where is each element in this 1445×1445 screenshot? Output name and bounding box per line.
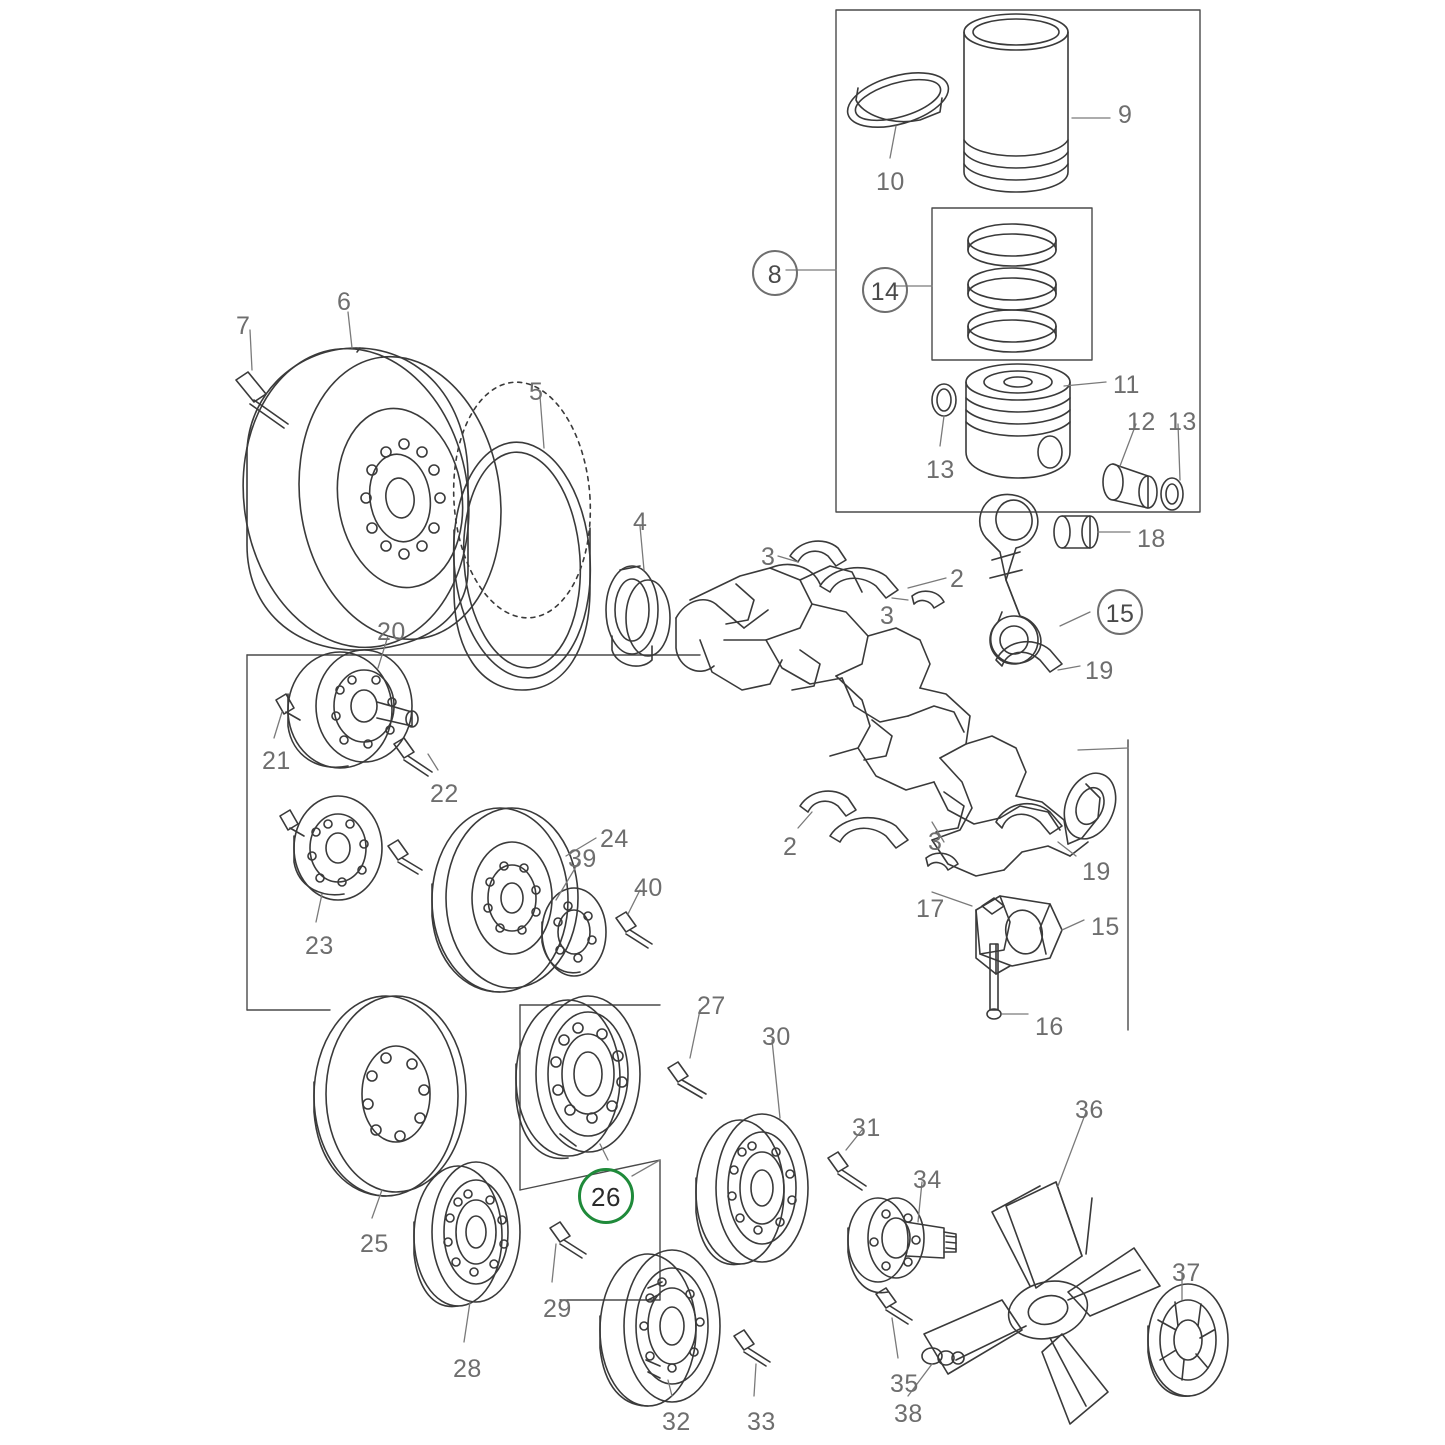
part-21-bolt-a <box>275 693 301 721</box>
part-14-piston-rings <box>967 223 1057 353</box>
part-callout-16: 16 <box>1035 1013 1064 1041</box>
part-4-seal <box>605 565 671 667</box>
part-callout-12: 12 <box>1127 408 1156 436</box>
part-callout-19: 19 <box>1082 858 1111 886</box>
part-callout-38: 38 <box>894 1400 923 1428</box>
part-28-pulley <box>413 1161 521 1308</box>
part-7-bolt <box>235 371 289 429</box>
part-39-plate <box>541 887 607 977</box>
part-13-circlip-left <box>931 383 957 417</box>
part-2-bearing-shell-upper-b <box>819 566 899 599</box>
part-34-fan-hub <box>847 1197 957 1294</box>
part-19-bearing-shell-upper <box>995 641 1063 673</box>
part-callout-35: 35 <box>890 1370 919 1398</box>
part-38-washer <box>921 1347 965 1366</box>
part-9-cylinder-liner <box>963 13 1069 193</box>
part-callout-40: 40 <box>634 874 663 902</box>
part-18-bushing <box>1053 515 1099 549</box>
part-35-bolt <box>875 1287 913 1325</box>
group-box-rings <box>931 207 1093 361</box>
part-callout-17: 17 <box>916 895 945 923</box>
part-callout-23: 23 <box>305 932 334 960</box>
part-callout-20: 20 <box>377 618 406 646</box>
part-12-piston-pin <box>1102 463 1158 509</box>
part-20-hub <box>287 649 419 769</box>
part-callout-31: 31 <box>852 1114 881 1142</box>
part-callout-13: 13 <box>1168 408 1197 436</box>
part-callout-26: 26 <box>578 1168 634 1224</box>
part-2-bearing-shell-lower-a <box>799 790 857 817</box>
part-5-ring-gear <box>452 381 592 691</box>
part-callout-15: 15 <box>1091 913 1120 941</box>
part-25-disc <box>313 995 467 1197</box>
part-callout-28: 28 <box>453 1355 482 1383</box>
part-callout-34: 34 <box>913 1166 942 1194</box>
part-callout-5: 5 <box>529 378 544 406</box>
part-24-pulley <box>431 807 579 993</box>
part-29-bolt <box>549 1221 587 1259</box>
part-40-bolt <box>615 911 653 949</box>
part-callout-6: 6 <box>337 288 352 316</box>
part-callout-39: 39 <box>568 845 597 873</box>
part-callout-29: 29 <box>543 1295 572 1323</box>
part-31-bolt <box>827 1151 867 1191</box>
part-callout-32: 32 <box>662 1408 691 1436</box>
part-6-damper <box>242 347 502 651</box>
part-15-connecting-rod <box>979 493 1042 665</box>
part-10-liner-seal <box>846 72 950 128</box>
part-26-pulley <box>515 995 641 1160</box>
part-callout-3: 3 <box>880 602 895 630</box>
part-15-bearing-cap <box>975 895 1063 975</box>
part-22-bolt-b <box>387 839 423 875</box>
part-33-bolt <box>733 1329 771 1367</box>
part-30-pulley <box>695 1113 809 1266</box>
part-23-hub <box>293 795 383 901</box>
part-3-bearing-shell-lower-small <box>925 852 959 871</box>
part-callout-19: 19 <box>1085 657 1114 685</box>
part-callout-37: 37 <box>1172 1259 1201 1287</box>
part-callout-7: 7 <box>236 312 251 340</box>
part-callout-8: 8 <box>752 250 798 296</box>
part-callout-3: 3 <box>761 543 776 571</box>
part-callout-10: 10 <box>876 168 905 196</box>
part-17-dowel <box>981 897 1005 915</box>
part-callout-3: 3 <box>928 828 943 856</box>
part-callout-15: 15 <box>1097 589 1143 635</box>
part-37-fan-pulley <box>1147 1283 1229 1397</box>
part-callout-30: 30 <box>762 1023 791 1051</box>
part-callout-18: 18 <box>1137 525 1166 553</box>
part-callout-25: 25 <box>360 1230 389 1258</box>
group-box-piston <box>835 9 1201 513</box>
part-3-bearing-shell-upper-a <box>789 540 847 567</box>
part-callout-14: 14 <box>862 267 908 313</box>
part-callout-36: 36 <box>1075 1096 1104 1124</box>
part-callout-27: 27 <box>697 992 726 1020</box>
leader-lines <box>249 117 1183 1397</box>
part-16-bolt <box>986 943 1002 1020</box>
group-box-pulleys <box>519 1004 661 1301</box>
part-22-bolt <box>393 737 433 777</box>
part-callout-33: 33 <box>747 1408 776 1436</box>
part-callout-9: 9 <box>1118 101 1133 129</box>
part-3-bearing-shell-small <box>911 590 945 609</box>
part-2-bearing-shell-lower-b <box>829 816 909 849</box>
part-callout-24: 24 <box>600 825 629 853</box>
part-callout-22: 22 <box>430 780 459 808</box>
part-callout-4: 4 <box>633 508 648 536</box>
part-callout-13: 13 <box>926 456 955 484</box>
part-callout-21: 21 <box>262 747 291 775</box>
part-19-bearing-shell-lower <box>995 803 1063 835</box>
part-callout-11: 11 <box>1113 371 1140 399</box>
part-callout-2: 2 <box>783 833 798 861</box>
part-21-bolt-b <box>279 809 305 837</box>
part-32-pulley <box>599 1249 721 1407</box>
part-36-cooling-fan <box>923 1181 1161 1425</box>
part-11-piston <box>965 363 1071 479</box>
part-callout-2: 2 <box>950 565 965 593</box>
part-27-bolt <box>667 1061 707 1099</box>
part-13-circlip-right <box>1160 477 1184 511</box>
